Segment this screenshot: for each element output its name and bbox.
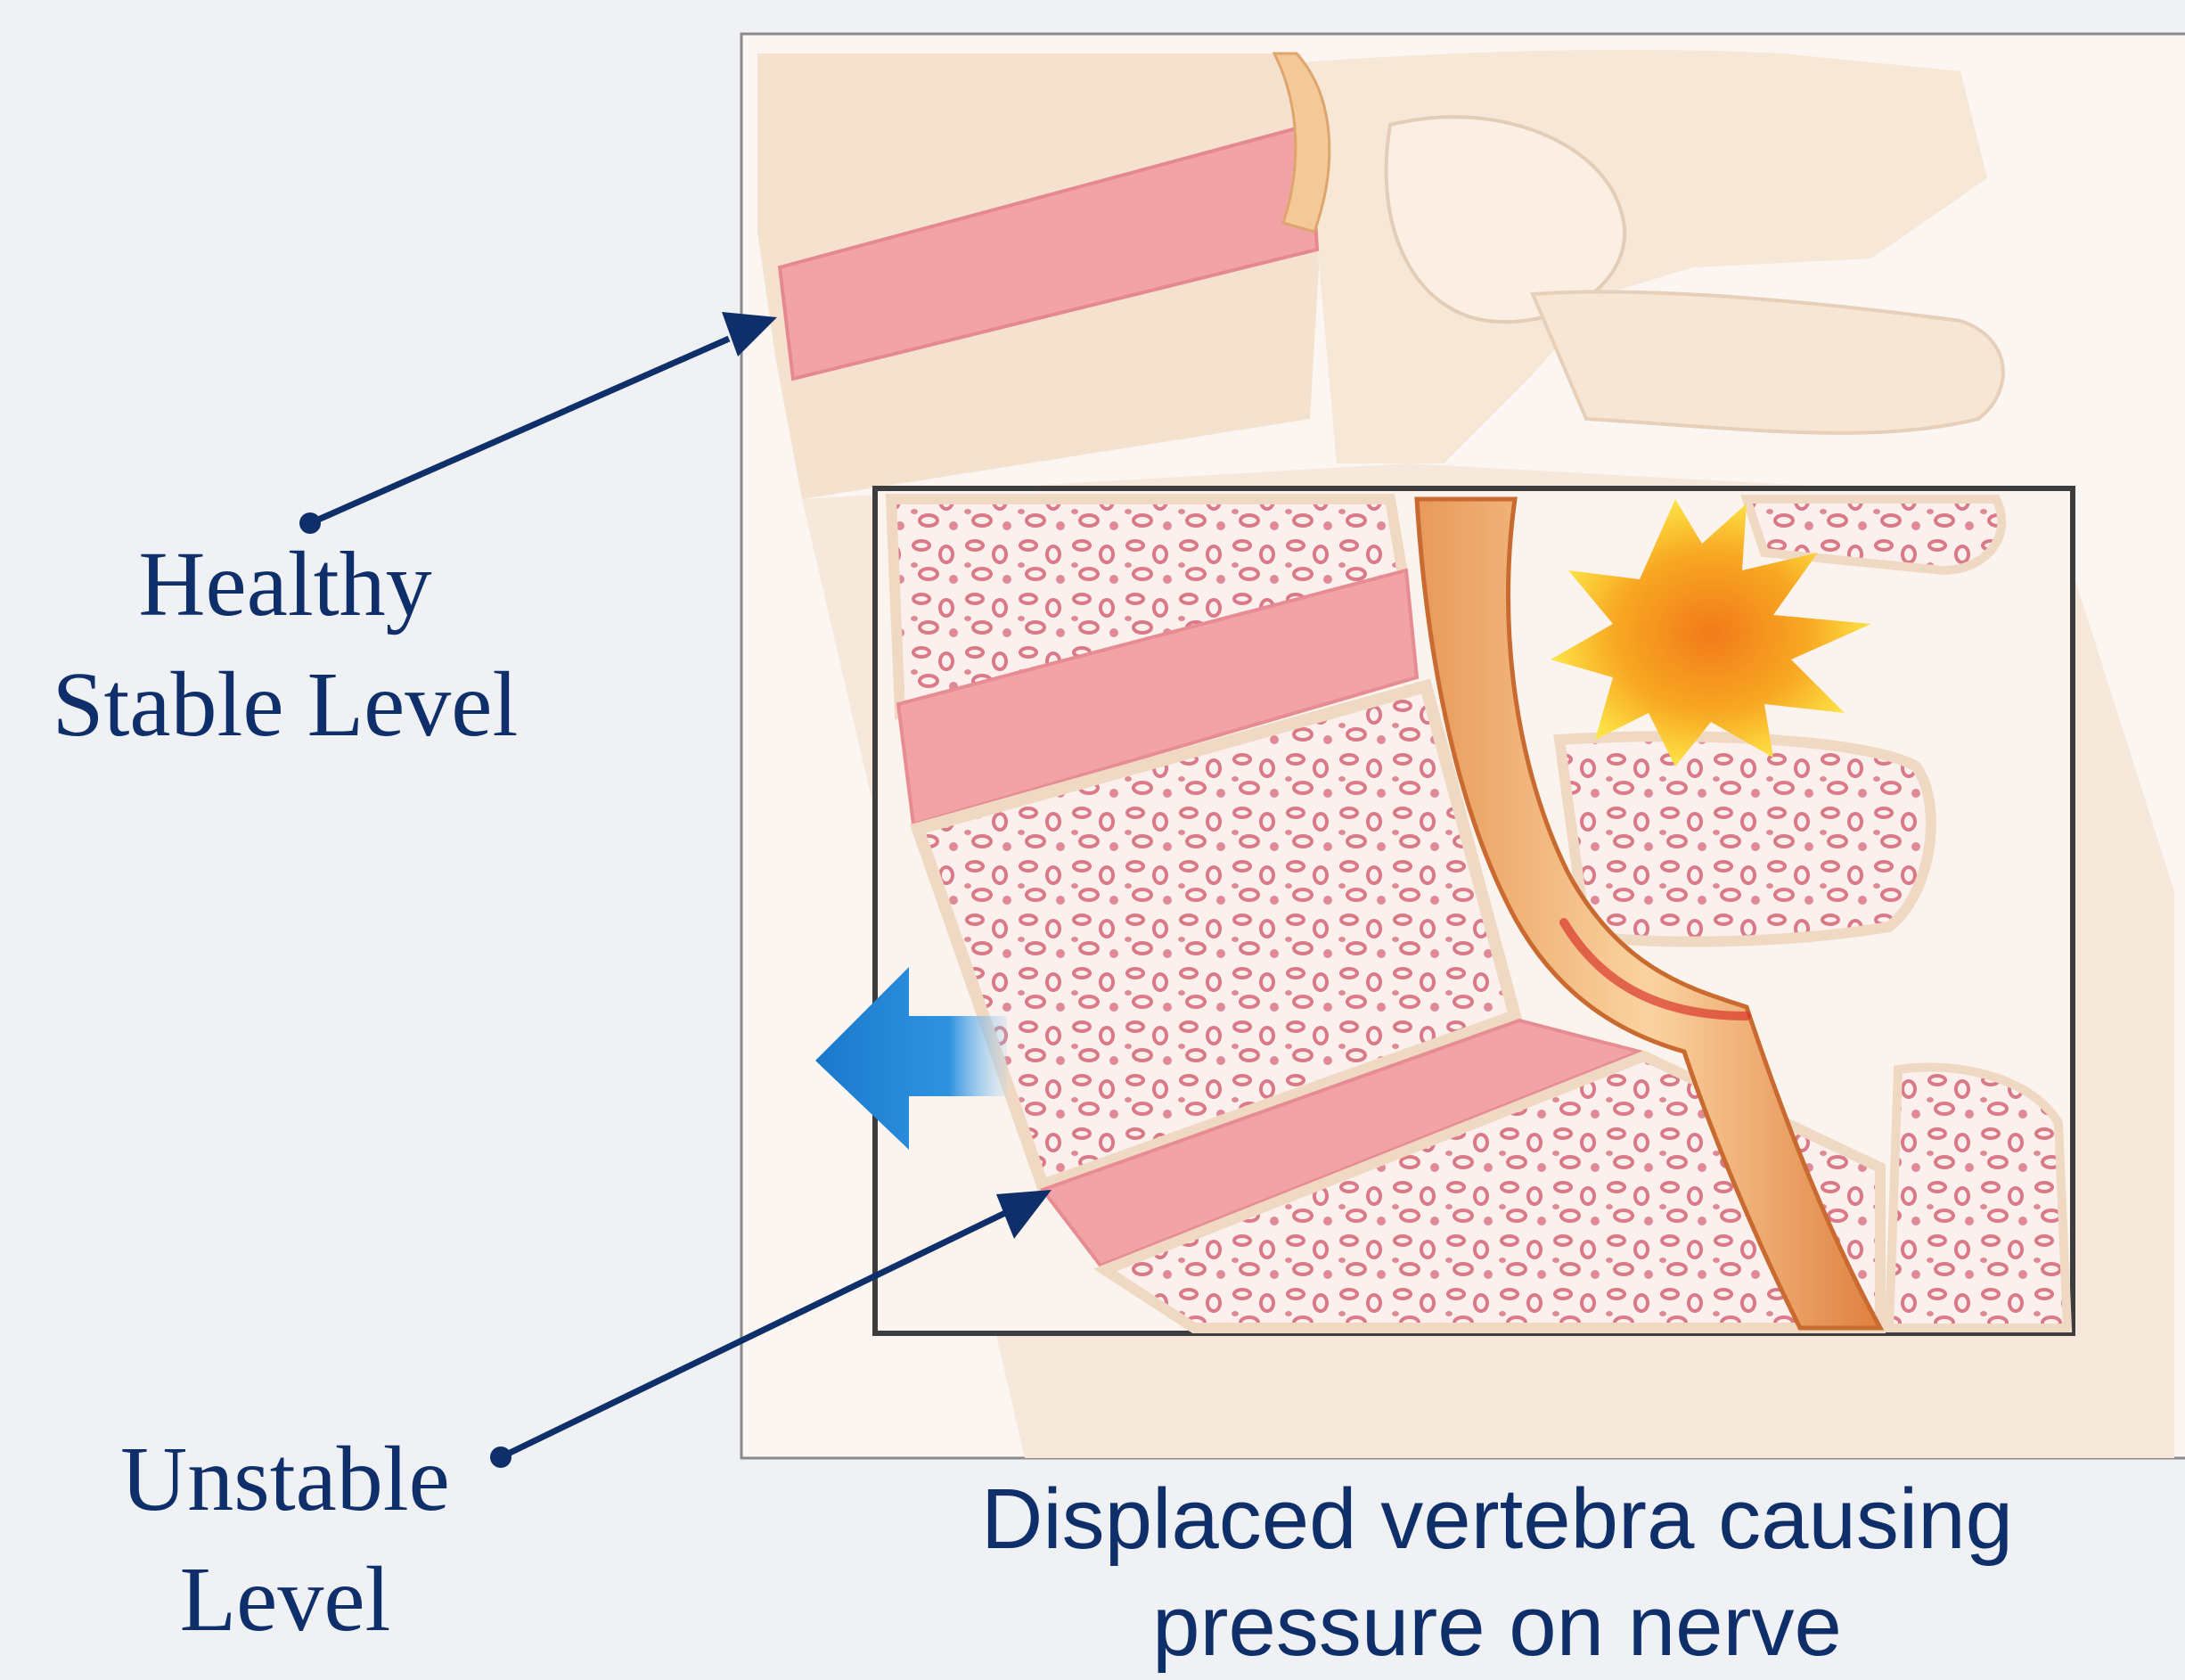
caption-line-2: pressure on nerve [936, 1573, 2058, 1680]
unstable-label-line-2: Level [27, 1539, 544, 1660]
healthy-pointer [299, 312, 777, 534]
healthy-label-line-1: Healthy [18, 524, 552, 644]
image-caption: Displaced vertebra causing pressure on n… [936, 1466, 2058, 1680]
unstable-label-line-1: Unstable [27, 1419, 544, 1539]
healthy-label-line-2: Stable Level [18, 644, 552, 765]
unstable-level-label: Unstable Level [27, 1419, 544, 1660]
healthy-stable-level-label: Healthy Stable Level [18, 524, 552, 765]
caption-line-1: Displaced vertebra causing [936, 1466, 2058, 1573]
lamina [1559, 736, 1931, 941]
